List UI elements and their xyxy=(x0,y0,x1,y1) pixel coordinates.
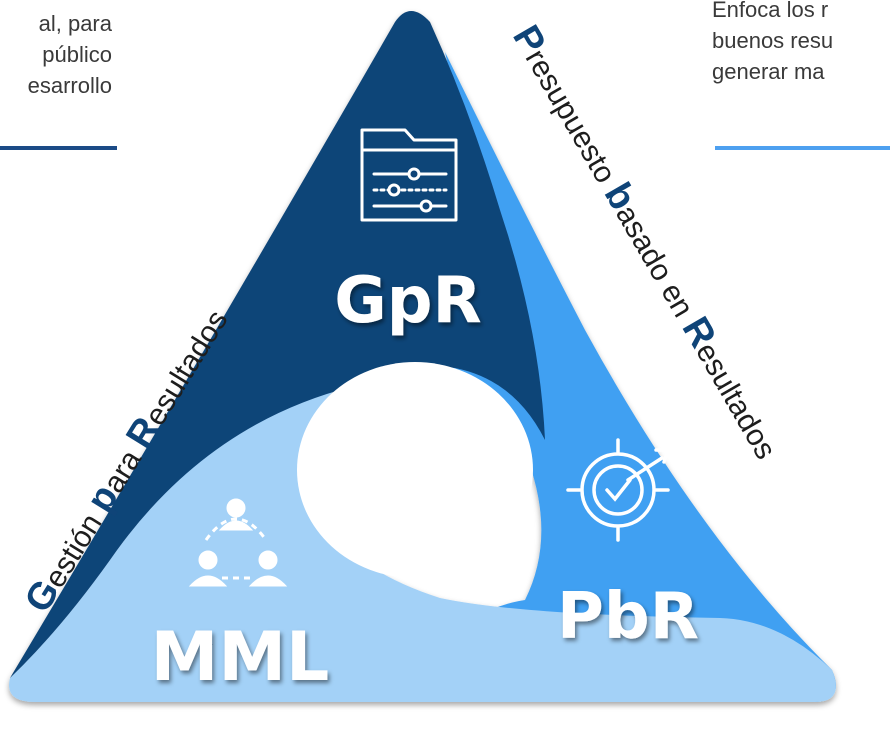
left-note-line: al, para xyxy=(38,11,112,36)
team-network-icon xyxy=(188,498,288,587)
folder-sliders-icon xyxy=(360,128,458,222)
pbr-label: PbR xyxy=(557,580,699,654)
mml-label: MML xyxy=(151,618,330,697)
right-rest-1: resupuesto xyxy=(519,44,626,196)
target-arrow-icon xyxy=(566,438,671,542)
left-note-line: esarrollo xyxy=(27,73,112,98)
right-note-line: Enfoca los r xyxy=(712,0,829,22)
right-rest-2: asado en xyxy=(609,200,704,331)
left-partial-text: al, para público esarrollo xyxy=(0,8,112,101)
right-rest-3: esultados xyxy=(689,337,782,465)
left-divider xyxy=(0,146,117,150)
right-note-line: generar ma xyxy=(712,59,825,84)
segment-mml xyxy=(9,382,836,702)
gpr-label: GpR xyxy=(334,264,482,338)
right-divider xyxy=(715,146,890,150)
center-circle xyxy=(297,362,533,578)
right-note-line: buenos resu xyxy=(712,28,834,53)
right-partial-text: Enfoca los r buenos resu generar ma xyxy=(712,0,833,87)
left-note-line: público xyxy=(42,42,112,67)
